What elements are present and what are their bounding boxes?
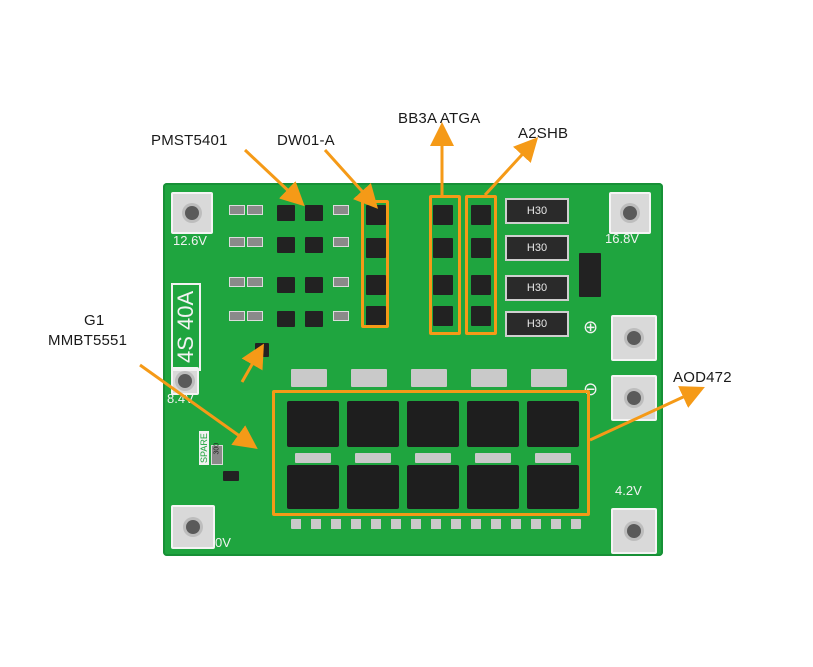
bb3a-chip xyxy=(433,275,453,295)
pmst5401-chip xyxy=(277,205,295,221)
ic-chip xyxy=(366,306,386,326)
arrow-aod472 xyxy=(589,386,705,442)
arrow-mmbt xyxy=(240,343,264,383)
highlight-a2shb xyxy=(465,195,497,335)
smd-resistor xyxy=(229,205,245,215)
ic-chip xyxy=(366,238,386,258)
silk-12v6: 12.6V xyxy=(173,233,207,248)
mosfet-tab xyxy=(535,453,571,463)
aod472-mosfet xyxy=(467,401,519,447)
ic-chip xyxy=(366,205,386,225)
plus-symbol: ⊕ xyxy=(583,317,599,337)
ic-chip xyxy=(366,275,386,295)
mosfet-tab xyxy=(291,369,327,387)
a2shb-chip xyxy=(471,275,491,295)
aod472-mosfet xyxy=(347,401,399,447)
mosfet-tab xyxy=(415,453,451,463)
a2shb-chip xyxy=(471,238,491,258)
smd-resistor xyxy=(333,237,349,247)
pmst5401-chip xyxy=(277,237,295,253)
mosfet-tab xyxy=(355,453,391,463)
pad-0v xyxy=(171,505,215,549)
dw01a-chip xyxy=(305,311,323,327)
aod472-mosfet xyxy=(287,401,339,447)
minus-symbol: ⊖ xyxy=(583,379,599,399)
smd-resistor xyxy=(333,277,349,287)
label-bb3a-atga: BB3A ATGA xyxy=(398,110,481,127)
highlight-aod472 xyxy=(272,390,590,516)
smd-resistor xyxy=(247,205,263,215)
aod472-mosfet xyxy=(467,465,519,509)
mosfet-tab xyxy=(351,369,387,387)
arrow-g1 xyxy=(139,363,258,449)
silk-4v2: 4.2V xyxy=(615,483,642,498)
silk-8v4: 8.4V xyxy=(167,391,194,406)
aod472-mosfet xyxy=(527,401,579,447)
label-dw01a: DW01-A xyxy=(277,132,335,149)
pcb-board: 12.6V 16.8V 8.4V 4.2V 0V 4S 40A SPARE ⊕ … xyxy=(163,183,663,556)
mosfet-tab xyxy=(295,453,331,463)
silk-16v8: 16.8V xyxy=(605,231,639,246)
label-g1: G1 xyxy=(84,312,105,329)
smd-resistor xyxy=(333,311,349,321)
diode xyxy=(579,253,601,297)
bb3a-chip xyxy=(433,205,453,225)
arrow-pmst5401 xyxy=(243,148,305,207)
smd-resistor xyxy=(247,277,263,287)
aod472-mosfet xyxy=(347,465,399,509)
smd-resistor xyxy=(229,311,245,321)
smd-resistor xyxy=(229,237,245,247)
bb3a-chip xyxy=(433,306,453,326)
small-cap xyxy=(223,471,239,481)
arrow-dw01a xyxy=(323,148,379,209)
aod472-mosfet xyxy=(407,465,459,509)
mosfet-tab xyxy=(531,369,567,387)
pad-16v8 xyxy=(609,192,651,234)
dw01a-chip xyxy=(305,237,323,253)
a2shb-chip xyxy=(471,205,491,225)
smd-resistor xyxy=(333,205,349,215)
pmst5401-chip xyxy=(277,277,295,293)
dw01a-chip xyxy=(305,277,323,293)
pad-plus xyxy=(611,315,657,361)
mosfet-tab xyxy=(475,453,511,463)
shunt-resistor: H30 xyxy=(505,311,569,337)
label-pmst5401: PMST5401 xyxy=(151,132,228,149)
label-aod472: AOD472 xyxy=(673,369,732,386)
aod472-mosfet xyxy=(287,465,339,509)
highlight-bb3a xyxy=(429,195,461,335)
dw01a-chip xyxy=(305,205,323,221)
shunt-resistor: H30 xyxy=(505,275,569,301)
bb3a-chip xyxy=(433,238,453,258)
smd-300: 300 xyxy=(211,443,223,465)
silk-0v: 0V xyxy=(215,535,231,550)
shunt-resistor: H30 xyxy=(505,198,569,224)
aod472-mosfet xyxy=(527,465,579,509)
smd-resistor xyxy=(247,311,263,321)
label-mmbt5551: MMBT5551 xyxy=(48,332,128,349)
pmst5401-chip xyxy=(277,311,295,327)
pad-12v6 xyxy=(171,192,213,234)
mosfet-tab xyxy=(471,369,507,387)
pad-4v2 xyxy=(611,508,657,554)
smd-resistor xyxy=(229,277,245,287)
aod472-mosfet xyxy=(407,401,459,447)
a2shb-chip xyxy=(471,306,491,326)
mosfet-tab xyxy=(411,369,447,387)
mosfet-legs xyxy=(291,519,581,529)
arrow-a2shb xyxy=(483,137,539,197)
shunt-resistor: H30 xyxy=(505,235,569,261)
smd-resistor xyxy=(247,237,263,247)
